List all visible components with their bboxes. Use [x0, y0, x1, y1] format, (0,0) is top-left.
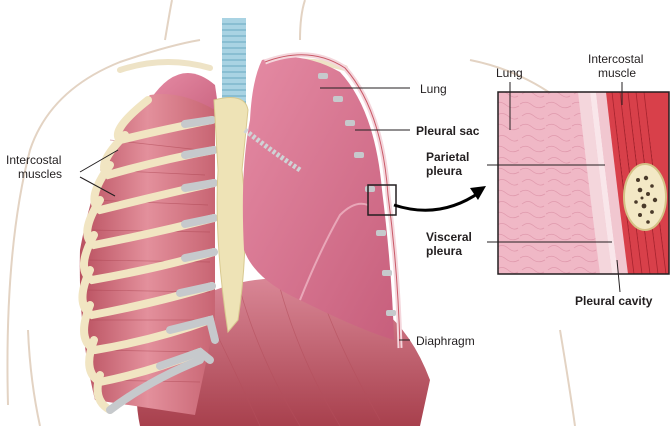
inset-detail: [498, 92, 669, 274]
diaphragm-label: Diaphragm: [416, 334, 475, 348]
inset-lung-label: Lung: [496, 66, 523, 80]
inset-intercostal-muscle-label-line1: Intercostal: [588, 52, 643, 66]
visceral-pleura-label-line2: pleura: [426, 244, 462, 258]
parietal-pleura-label-line1: Parietal: [426, 150, 469, 164]
lung-label: Lung: [420, 82, 447, 96]
inset-intercostal-muscle-label-line2: muscle: [598, 66, 636, 80]
pleural-cavity-label: Pleural cavity: [575, 294, 652, 308]
visceral-pleura-label-line1: Visceral: [426, 230, 472, 244]
intercostal-muscles-label-line1: Intercostal: [6, 153, 61, 167]
zoom-arrow: [394, 192, 480, 210]
pleural-sac-label: Pleural sac: [416, 124, 479, 138]
parietal-pleura-label-line2: pleura: [426, 164, 462, 178]
left-clavicle: [120, 62, 210, 70]
inset-rib-bone: [624, 164, 666, 230]
intercostal-muscles-label-line2: muscles: [18, 167, 62, 181]
